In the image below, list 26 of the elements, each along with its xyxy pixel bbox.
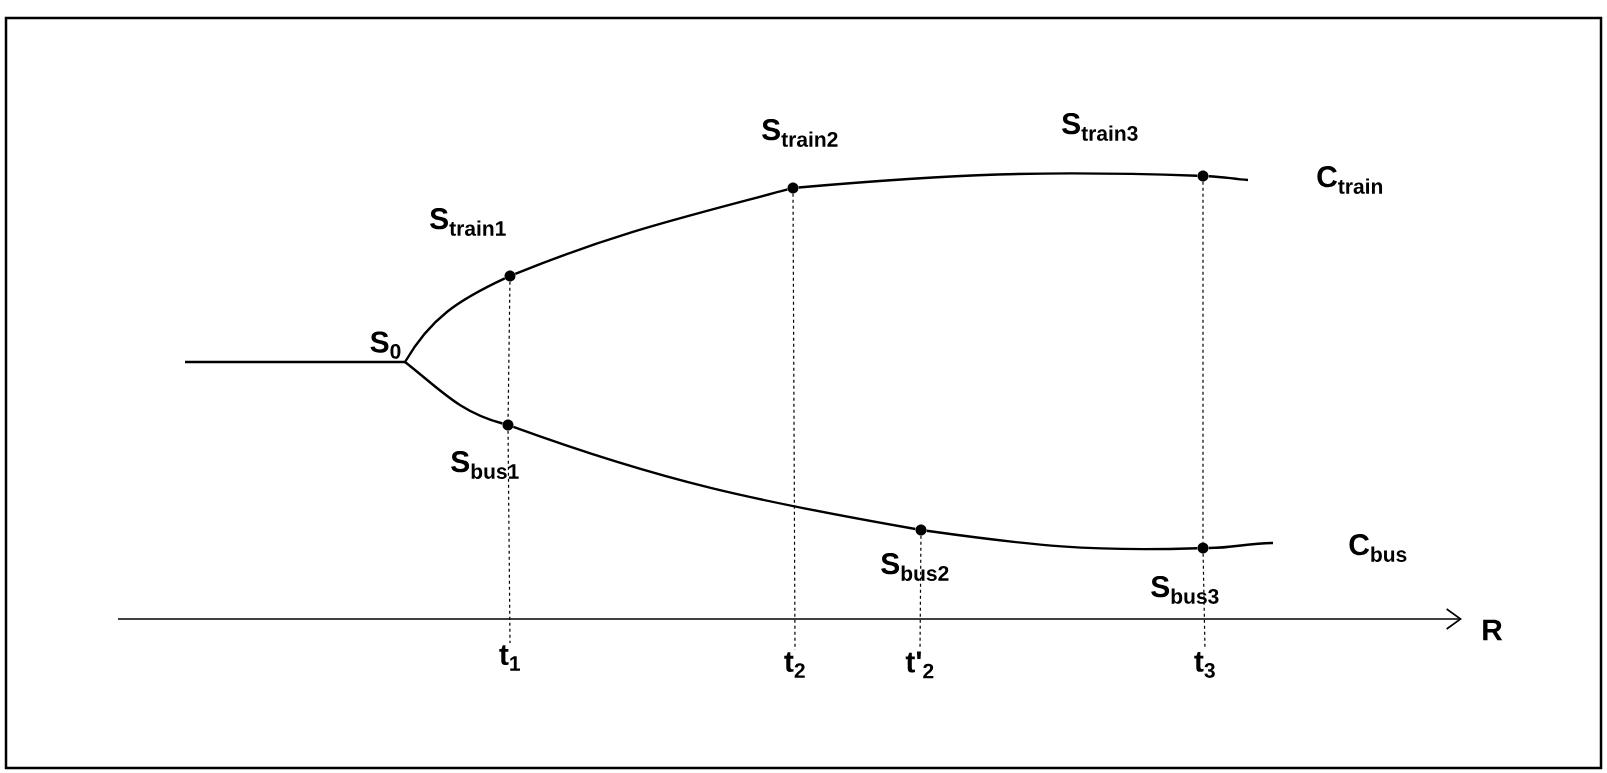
dashed-line bbox=[1202, 181, 1204, 543]
curve-label: C$_{train}$ bbox=[1317, 166, 1383, 194]
tick-label: t'$_{2}$ bbox=[905, 651, 934, 679]
curve bbox=[926, 529, 1198, 551]
curve bbox=[1208, 541, 1274, 550]
dashed-line bbox=[792, 193, 796, 651]
state-label: S$_{train2}$ bbox=[762, 119, 838, 147]
curve bbox=[185, 360, 405, 364]
axis-label: R bbox=[1483, 619, 1503, 641]
curve-label: C$_{bus}$ bbox=[1349, 534, 1407, 562]
state-label: S$_{bus2}$ bbox=[881, 553, 949, 581]
dashed-line bbox=[507, 430, 511, 644]
curve bbox=[512, 425, 916, 531]
curve bbox=[514, 188, 788, 275]
tick-label: t$_{1}$ bbox=[499, 645, 520, 671]
tick-label: t$_{2}$ bbox=[784, 652, 805, 678]
curve bbox=[1208, 175, 1249, 182]
tick-label: t$_{3}$ bbox=[1194, 652, 1215, 678]
curve bbox=[798, 172, 1198, 189]
state-label: S$_{train3}$ bbox=[1062, 113, 1138, 141]
curve bbox=[404, 361, 503, 425]
state-label: S$_{0}$ bbox=[370, 331, 401, 359]
state-label: S$_{train1}$ bbox=[430, 208, 506, 236]
curve bbox=[404, 277, 506, 363]
state-label: S$_{bus1}$ bbox=[451, 451, 519, 479]
state-label: S$_{bus3}$ bbox=[1151, 576, 1219, 604]
